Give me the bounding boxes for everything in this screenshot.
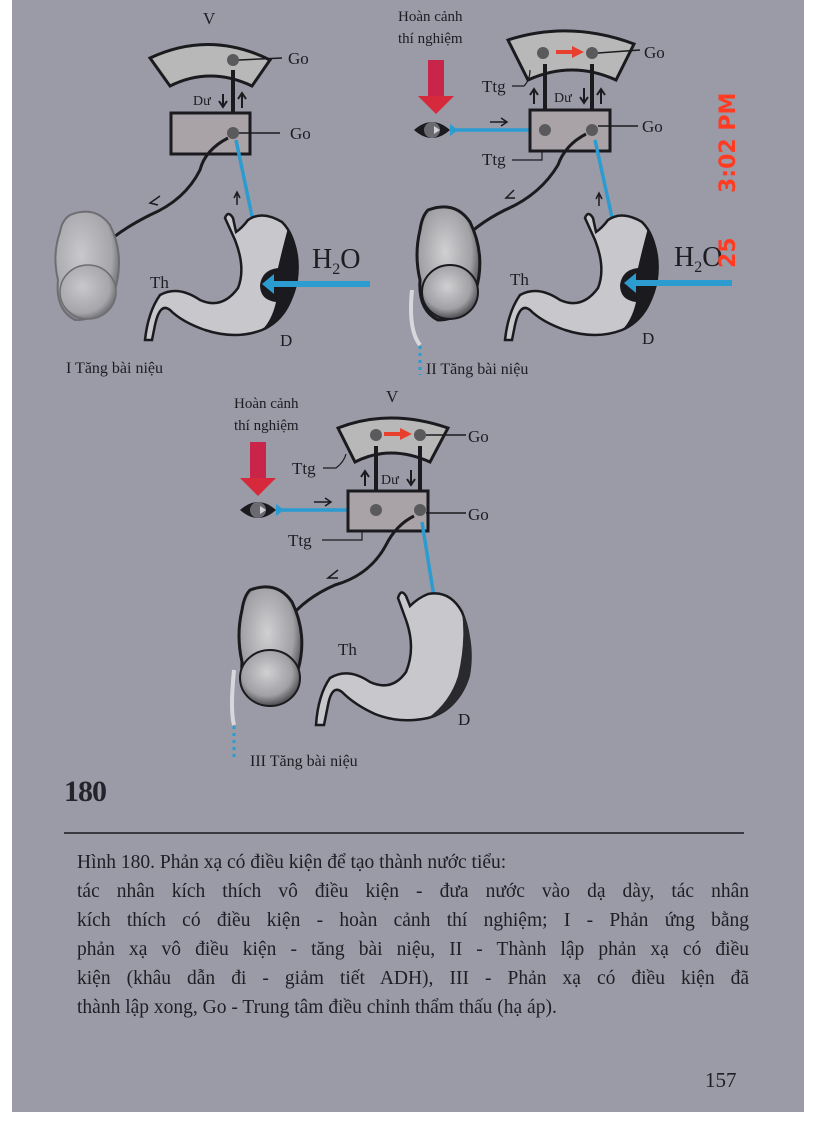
label-cortex-v: V <box>386 387 399 406</box>
stimulus-arrow-icon <box>240 442 276 496</box>
label-h2o: H2O <box>674 242 722 276</box>
nerve-pathway <box>100 136 229 249</box>
label-stimulus-line1: Hoàn cảnh <box>234 396 299 412</box>
nerve-pathway <box>286 514 415 621</box>
kidney-illustration <box>230 585 304 760</box>
arrow-up-icon <box>529 87 539 104</box>
book-page: V Go Dư Go <box>12 0 804 1112</box>
caption-line: tác nhân kích thích vô điều kiện - đưa n… <box>77 881 749 902</box>
label-d: D <box>280 331 292 350</box>
cortex-arc <box>147 43 273 88</box>
label-du: Dư <box>381 473 399 488</box>
label-h2o: H2O <box>312 244 360 278</box>
caption-title: Hình 180. Phản xạ có điều kiện để tạo th… <box>77 848 749 877</box>
label-d: D <box>642 329 654 348</box>
caption-title-label: Hình 180. <box>77 852 155 873</box>
camera-timestamp-day: 25 <box>716 237 741 268</box>
go-center-dot <box>227 54 239 66</box>
label-du: Dư <box>193 94 211 109</box>
stomach-illustration <box>503 212 659 342</box>
arrow-up-icon <box>237 91 247 108</box>
label-ttg-top: Ttg <box>292 459 316 478</box>
stomach-illustration <box>143 212 299 342</box>
diagram-2-caption: II Tăng bài niệu <box>426 361 528 378</box>
hypothalamus-box <box>346 489 430 533</box>
camera-timestamp-time: 3:02 PM <box>716 92 741 193</box>
caption-line: kiện (khâu dẫn đi - giảm tiết ADH), III … <box>77 968 749 989</box>
cortex-arc <box>335 416 451 465</box>
diagram-2: Hoàn cảnh thí nghiệm Go Dư Ttg <box>398 9 732 378</box>
label-du: Dư <box>554 91 572 106</box>
diagram-1: V Go Dư Go <box>54 9 370 377</box>
label-go-top: Go <box>468 427 489 446</box>
label-go-top: Go <box>644 43 665 62</box>
label-th: Th <box>510 270 529 289</box>
stomach-illustration <box>314 591 472 727</box>
label-go-bottom: Go <box>642 117 663 136</box>
page-number: 157 <box>705 1068 737 1092</box>
cortex-arc <box>505 29 637 82</box>
label-ttg-top: Ttg <box>482 77 506 96</box>
caption-line: kích thích có điều kiện - hoàn cảnh thí … <box>77 910 749 931</box>
label-th: Th <box>150 273 169 292</box>
diagram-3: V Hoàn cảnh thí nghiệm Go Dư Ttg Ttg <box>230 387 489 770</box>
eye-icon <box>414 122 450 138</box>
label-th: Th <box>338 640 357 659</box>
nerve-pathway <box>456 132 587 246</box>
eye-icon <box>240 502 276 518</box>
label-ttg-bottom: Ttg <box>482 150 506 169</box>
kidney-illustration <box>54 210 120 322</box>
arrow-up-icon <box>596 87 606 104</box>
kidney-illustration <box>409 205 482 375</box>
caption-line: phản xạ vô điều kiện - tăng bài niệu, II… <box>77 939 749 960</box>
caption-line: thành lập xong, Go - Trung tâm điều chỉn… <box>77 997 557 1018</box>
label-go-top: Go <box>288 49 309 68</box>
label-stimulus-line2: thí nghiệm <box>398 31 463 47</box>
label-d: D <box>458 710 470 729</box>
figure-caption: Hình 180. Phản xạ có điều kiện để tạo th… <box>77 848 749 1022</box>
arrow-down-icon <box>406 470 416 487</box>
diagram-1-caption: I Tăng bài niệu <box>66 360 163 377</box>
label-stimulus-line1: Hoàn cảnh <box>398 9 463 25</box>
label-go-bottom: Go <box>290 124 311 143</box>
divider <box>64 832 744 834</box>
label-stimulus-line2: thí nghiệm <box>234 418 299 434</box>
arrow-down-icon <box>218 94 228 109</box>
label-go-bottom: Go <box>468 505 489 524</box>
caption-title-text: Phản xạ có điều kiện để tạo thành nước t… <box>155 852 507 873</box>
diagram-3-caption: III Tăng bài niệu <box>250 753 358 770</box>
arrow-down-icon <box>579 88 589 105</box>
label-ttg-bottom: Ttg <box>288 531 312 550</box>
label-cortex-v: V <box>203 9 216 28</box>
stimulus-arrow-icon <box>418 60 454 114</box>
arrow-up-icon <box>360 469 370 486</box>
figure-number: 180 <box>64 775 107 808</box>
